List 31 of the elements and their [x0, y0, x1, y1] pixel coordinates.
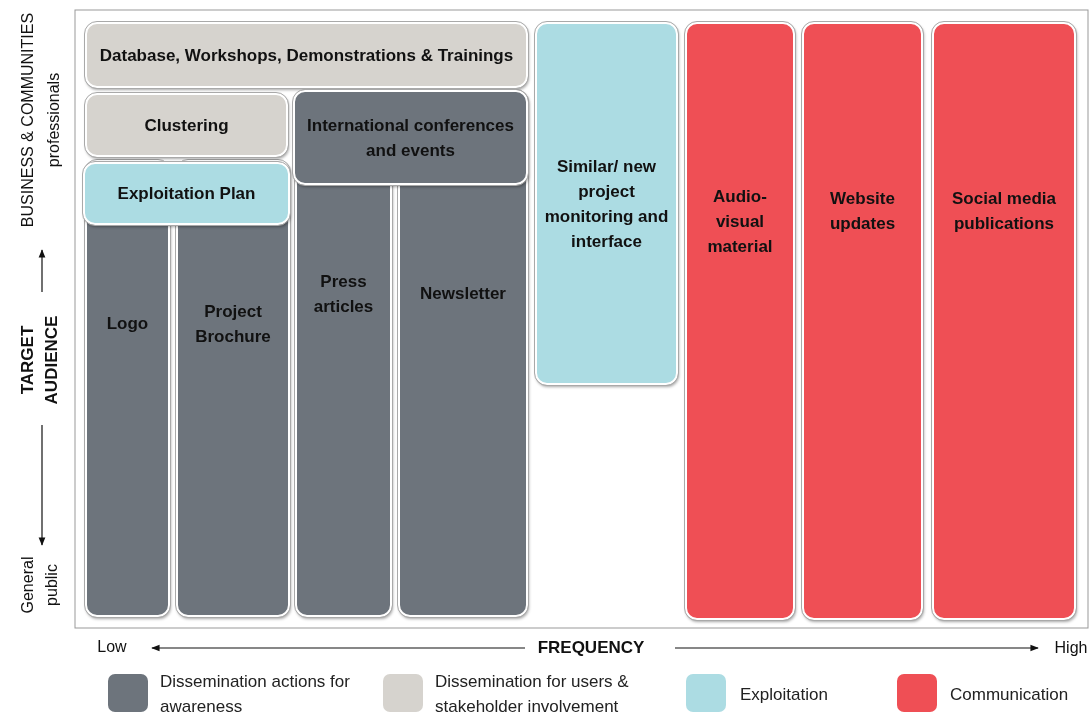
axis-label: Low [96, 638, 128, 656]
box-label: Exploitation Plan [116, 183, 257, 205]
box-label: Newsletter [419, 283, 507, 305]
category-box [293, 90, 528, 185]
box-label: Logo [105, 313, 150, 335]
category-box [802, 22, 923, 620]
box-label: Social media publications [951, 188, 1057, 235]
box-label: Database, Workshops, Demonstrations & Trainings [98, 44, 515, 67]
category-box [85, 22, 528, 88]
axis-label: BUSINESS & COMMUNITIES [18, 11, 37, 230]
box-label: Press articles [312, 270, 375, 318]
category-box [83, 162, 290, 225]
category-box [932, 22, 1076, 620]
legend-label: Communication [950, 683, 1070, 706]
box-label: Similar/ new project monitoring and interface [543, 155, 670, 253]
category-box [535, 22, 678, 385]
legend-label: Dissemination actions for awareness [160, 671, 351, 718]
legend-label: Exploitation [740, 683, 829, 706]
box-label: International conferences and events [306, 114, 515, 162]
axis-label: High [1053, 639, 1089, 657]
box-label: Project Brochure [194, 300, 272, 348]
category-box [85, 93, 288, 157]
box-label: Clustering [143, 114, 230, 137]
box-label: Audio-visual material [706, 185, 774, 258]
axis-label: General public [18, 555, 61, 616]
axis-label: professionals [44, 71, 63, 170]
axis-title: FREQUENCY [536, 638, 646, 658]
category-box [685, 22, 795, 620]
box-label: Website updates [828, 188, 897, 235]
legend-label: Dissemination for users & stakeholder involvement [435, 671, 630, 718]
axis-title: TARGET AUDIENCE [17, 314, 62, 407]
